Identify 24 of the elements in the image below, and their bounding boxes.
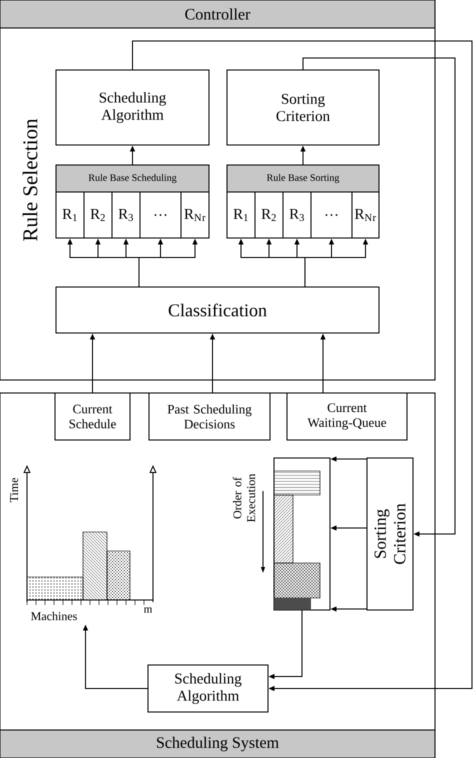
rule-cell: … <box>140 192 182 238</box>
rule-cell: R$_{3}$ <box>112 192 140 238</box>
process-box: Classification <box>56 286 380 334</box>
rule-cell: R$_{2}$ <box>84 192 112 238</box>
queue-drawing <box>274 494 294 564</box>
process-box: Scheduling Algorithm <box>56 70 210 146</box>
gantt-chart-drawing <box>82 532 108 600</box>
queue-drawing: Order of Execution <box>232 474 320 610</box>
rule-cell: R$_{3}$ <box>282 192 312 238</box>
process-box: Sorting Criterion <box>226 70 380 146</box>
rule-cell: … <box>310 192 352 238</box>
process-box: Sorting Criterion <box>366 458 414 610</box>
rule-cell: R$_{Nr}$ <box>180 192 210 238</box>
process-box: Past Scheduling Decisions <box>148 392 270 440</box>
rule-cell: R$_{1}$ <box>226 192 256 238</box>
process-box: Current Schedule <box>54 392 130 440</box>
arrow <box>302 58 456 537</box>
rule-cell: R$_{2}$ <box>254 192 284 238</box>
arrow <box>132 40 472 692</box>
rule-cell: R$_{1}$ <box>56 192 84 238</box>
queue-drawing <box>274 458 330 610</box>
process-box: Current Waiting-Queue <box>286 392 408 440</box>
process-box: Scheduling Algorithm <box>148 664 268 712</box>
rule-cell: R$_{Nr}$ <box>352 192 380 238</box>
